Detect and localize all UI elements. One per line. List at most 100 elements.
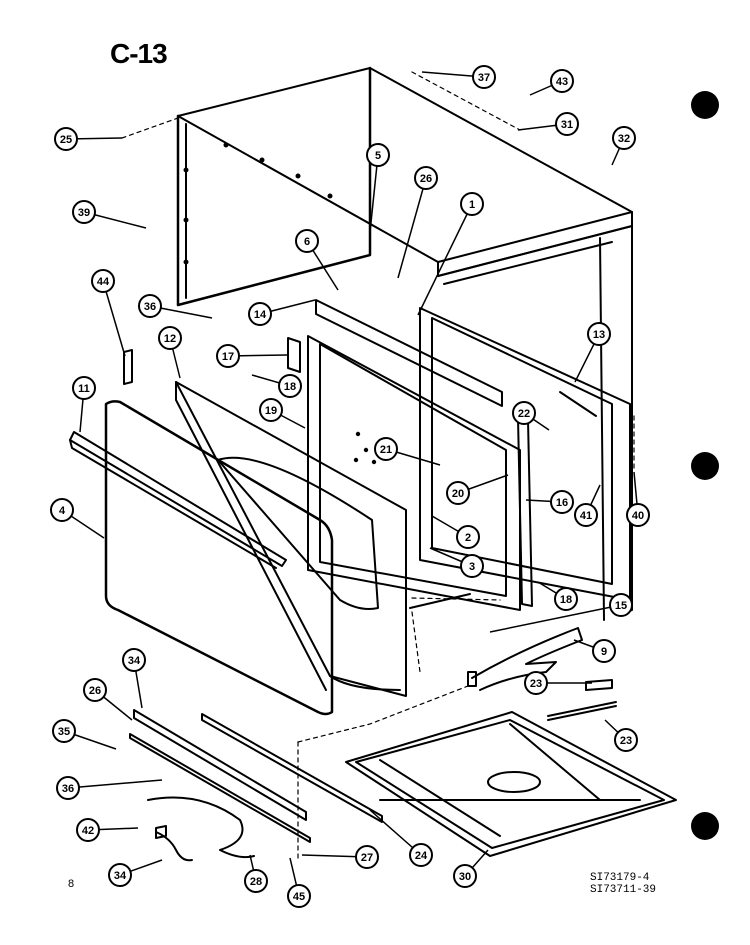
callout-label-32: 32	[618, 133, 630, 145]
bottom-strips	[129, 709, 383, 843]
bracket-17	[287, 337, 301, 373]
callout-label-11: 11	[78, 383, 90, 395]
callout-label-23b: 23	[620, 735, 632, 747]
callout-circle-19	[259, 398, 283, 422]
callout-label-18b: 18	[560, 594, 572, 606]
callout-circle-31	[555, 112, 579, 136]
door-handle-11	[69, 431, 287, 569]
callout-circle-5	[366, 143, 390, 167]
callout-circle-12	[158, 326, 182, 350]
callout-label-39: 39	[78, 207, 90, 219]
callout-label-42: 42	[82, 825, 94, 837]
callout-label-26a: 26	[420, 173, 432, 185]
callout-label-40: 40	[632, 510, 644, 522]
callout-label-34a: 34	[128, 655, 141, 667]
callout-label-35: 35	[58, 726, 70, 738]
callout-circle-32	[612, 126, 636, 150]
callout-label-2: 2	[465, 532, 471, 544]
callout-circle-18a	[278, 374, 302, 398]
callout-circle-22	[512, 401, 536, 425]
binder-hole-bottom	[691, 812, 719, 840]
callout-circle-43	[550, 69, 574, 93]
callout-label-16: 16	[556, 497, 568, 509]
callout-circle-23a	[524, 671, 548, 695]
callout-circle-42	[76, 818, 100, 842]
callout-circle-26b	[83, 678, 107, 702]
outer-door-4	[104, 400, 334, 716]
callout-circle-11	[72, 376, 96, 400]
callout-circle-9	[592, 639, 616, 663]
callout-label-3: 3	[469, 561, 475, 573]
page-title: C-13	[110, 38, 168, 69]
callout-label-41: 41	[580, 510, 592, 522]
callout-label-43: 43	[556, 76, 568, 88]
binder-hole-middle	[691, 452, 719, 480]
callout-circle-25	[54, 127, 78, 151]
drip-tray-30	[345, 711, 677, 857]
callout-circle-23b	[614, 728, 638, 752]
trim-strip-44	[123, 349, 133, 385]
inner-door-12	[175, 381, 407, 697]
callout-circle-4	[50, 498, 74, 522]
callout-circle-37	[472, 65, 496, 89]
callout-label-15: 15	[615, 600, 627, 612]
callout-circle-28	[244, 869, 268, 893]
drawing-codes: SI73179-4 SI73711-39	[590, 872, 656, 896]
callout-label-25: 25	[60, 134, 72, 146]
callout-label-21: 21	[380, 444, 392, 456]
callout-label-45: 45	[293, 891, 305, 903]
callout-circle-2	[456, 525, 480, 549]
oven-liner-19	[307, 299, 521, 611]
callout-circle-40	[626, 503, 650, 527]
callout-circle-35	[52, 719, 76, 743]
callout-leader-26a	[397, 177, 427, 279]
callout-label-5: 5	[375, 150, 381, 162]
callout-circle-24	[409, 843, 433, 867]
callout-circle-44	[91, 269, 115, 293]
callout-circle-18b	[554, 587, 578, 611]
callout-label-18a: 18	[284, 381, 296, 393]
callout-label-12: 12	[164, 333, 176, 345]
callout-label-17: 17	[222, 351, 234, 363]
hinge-arm-9	[467, 627, 583, 691]
callout-circle-36b	[56, 776, 80, 800]
callout-circle-13	[587, 322, 611, 346]
callout-label-6: 6	[304, 236, 310, 248]
cabinet-wrapper-31	[176, 66, 633, 307]
callout-circle-27	[355, 845, 379, 869]
callout-label-37: 37	[478, 72, 490, 84]
back-frame-13	[419, 307, 631, 601]
callout-label-19: 19	[265, 405, 277, 417]
callout-leader-44	[102, 280, 126, 357]
callout-circle-21	[374, 437, 398, 461]
callout-circle-45	[287, 884, 311, 908]
page-number: 8	[68, 878, 75, 890]
callout-circle-3	[460, 554, 484, 578]
callout-circle-17	[216, 344, 240, 368]
callout-circle-41	[574, 503, 598, 527]
callout-circle-26a	[414, 166, 438, 190]
callout-label-26b: 26	[89, 685, 101, 697]
callout-label-44: 44	[97, 276, 110, 288]
callout-circle-30	[453, 864, 477, 888]
drawing-code-1: SI73179-4	[590, 872, 650, 884]
callout-label-30: 30	[459, 871, 471, 883]
binder-hole-top	[691, 91, 719, 119]
callout-leader-15	[489, 604, 622, 633]
callout-circle-6	[295, 229, 319, 253]
callout-leader-5	[369, 154, 379, 233]
callout-label-27: 27	[361, 852, 373, 864]
callout-circle-34b	[108, 863, 132, 887]
callout-leader-36b	[67, 779, 163, 789]
callout-circle-39	[72, 200, 96, 224]
callout-label-36b: 36	[62, 783, 74, 795]
spring-23	[547, 679, 617, 721]
callout-circle-36a	[138, 294, 162, 318]
callout-label-13: 13	[593, 329, 605, 341]
callout-label-9: 9	[601, 646, 607, 658]
callout-circle-14	[248, 302, 272, 326]
callout-label-22: 22	[518, 408, 530, 420]
